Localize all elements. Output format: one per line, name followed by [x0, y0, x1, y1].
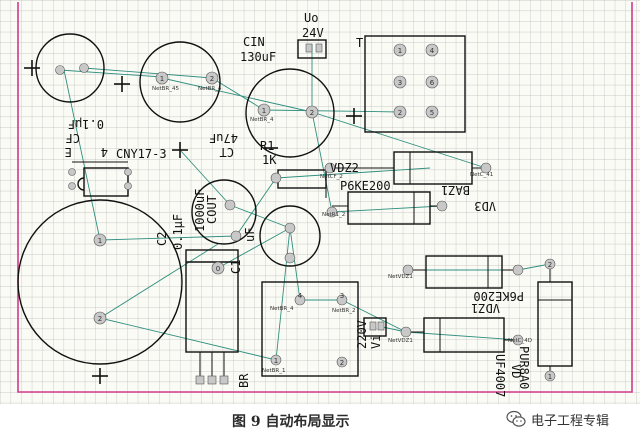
net-label: NetBR_4	[198, 86, 222, 92]
wechat-icon	[506, 410, 526, 427]
label-uo: Uo	[304, 11, 318, 25]
label-vdz1: VDZ1	[471, 301, 500, 315]
pin-label: 1	[274, 357, 278, 365]
pcb-layout-canvas: 1 4 3 6 2 5 1 2 3 4 1 2 1 2 1 2 0 1 2 Ne…	[0, 0, 640, 404]
label-c1: C1	[229, 260, 243, 274]
label-pur: PUR8A0	[517, 346, 531, 389]
label-r1-value: 1K	[262, 153, 277, 167]
label-220v: 220V	[355, 320, 369, 349]
label-cny-side: 4 E	[65, 145, 108, 159]
label-vd3: VD3	[474, 199, 496, 213]
pin-label: 4	[430, 47, 435, 55]
label-uf: uF	[243, 228, 257, 242]
board-outline	[17, 2, 633, 393]
pin-label: 2	[398, 109, 402, 117]
bridge-outline	[261, 281, 359, 377]
diode-vdz1-outline	[425, 255, 503, 289]
pin-label: 3	[398, 79, 402, 87]
pin-label: 0	[216, 265, 220, 273]
pin-label: 3	[340, 292, 344, 300]
pin-label: 5	[430, 109, 434, 117]
brand-watermark: 电子工程专辑	[506, 408, 609, 430]
component-details	[72, 152, 572, 376]
label-p6ke-bottom: P6KE200	[473, 289, 524, 303]
pin-label: 6	[430, 79, 435, 87]
net-names: NetBR_45 NetBR_4 NetBR_4 NetBR_4 NetC_41…	[152, 86, 532, 374]
diode-vd-outline	[423, 317, 505, 353]
net-label: NetC_41	[470, 172, 493, 178]
transformer-outline	[364, 35, 466, 133]
label-vdz2: VDZ2	[330, 161, 359, 175]
net-label: NetCF_2	[320, 174, 343, 180]
label-baz1: BAZ1	[441, 183, 470, 197]
optocoupler-notch	[77, 177, 85, 191]
net-label: NetBR_2	[332, 308, 356, 314]
pin-label: 1	[262, 107, 266, 115]
pin-label: 2	[310, 109, 314, 117]
cap-cin-outline	[139, 41, 221, 123]
cap-cout-outline	[191, 179, 257, 245]
net-label: NetBR_45	[152, 86, 179, 92]
silkscreen-labels: Uo 24V CIN 130uF T R1 1K CNY17-3 VDZ2 P6…	[116, 11, 391, 388]
label-cout: COUT	[205, 195, 219, 224]
label-cny: CNY17-3	[116, 147, 167, 161]
net-label: NetC_4D	[508, 338, 532, 344]
label-cin-value: 130uF	[240, 50, 276, 64]
diode-vd3-outline	[347, 191, 431, 225]
cap-ct-outline	[245, 68, 335, 158]
net-label: NetBR_4	[250, 117, 274, 123]
figure-caption-bar: 图 9 自动布局显示 电子工程专辑	[0, 404, 640, 433]
cap-c1-outline	[259, 205, 321, 267]
label-p6ke-top: P6KE200	[340, 179, 391, 193]
label-t: T	[356, 36, 363, 50]
label-24v: 24V	[302, 26, 324, 40]
pin-label: 2	[340, 359, 344, 367]
brand-name: 电子工程专辑	[531, 413, 610, 429]
label-vi: Vi	[369, 335, 383, 349]
optocoupler-outline	[83, 167, 129, 197]
resistor-vertical-outline	[537, 281, 573, 367]
pin-label: 1	[548, 373, 552, 381]
pin-label: 2	[548, 261, 552, 269]
label-vd-part: UF4007	[493, 354, 507, 397]
pads	[55, 43, 556, 385]
pin-numbers: 1 4 3 6 2 5 1 2 3 4 1 2 1 2 1 2 0 1 2	[98, 47, 552, 381]
net-label: NetVDZ1	[388, 274, 413, 280]
figure-caption: 图 9 自动布局显示	[232, 414, 350, 430]
label-r1: R1	[260, 139, 274, 153]
connector-vi-outline	[363, 317, 387, 337]
label-vd: VD	[509, 364, 523, 378]
label-cf: CF	[66, 131, 80, 145]
pin-label: 1	[160, 75, 164, 83]
label-c2: C2	[155, 232, 169, 246]
label-cout-value: 1000uF	[193, 189, 207, 232]
pin-label: 1	[98, 237, 102, 245]
net-label: NetBR_4	[270, 306, 294, 312]
label-br: BR	[237, 373, 251, 388]
pin-label: 2	[210, 75, 214, 83]
connector-uo-outline	[297, 39, 327, 59]
pin-label: 4	[298, 292, 303, 300]
label-c2-value: 0.1μF	[171, 214, 185, 250]
net-label: NetR1_2	[322, 212, 345, 218]
label-cf-value: 0.1μF	[68, 117, 104, 131]
board-grid	[0, 0, 640, 404]
polarity-marks	[24, 60, 362, 384]
label-ct-value: 47uF	[209, 131, 238, 145]
net-label: NetVDZ1	[388, 338, 413, 344]
net-label: NetBR_1	[262, 368, 286, 374]
cap-c2-outline	[17, 199, 183, 365]
label-ct: CT	[220, 145, 234, 159]
silkscreen-labels-mirrored: 0.1μF CF 47uF CT 4 E BAZ1 VD3 P6KE200 VD…	[65, 117, 531, 397]
pin-label: 2	[98, 315, 102, 323]
label-cin: CIN	[243, 35, 265, 49]
pin-label: 1	[398, 47, 402, 55]
